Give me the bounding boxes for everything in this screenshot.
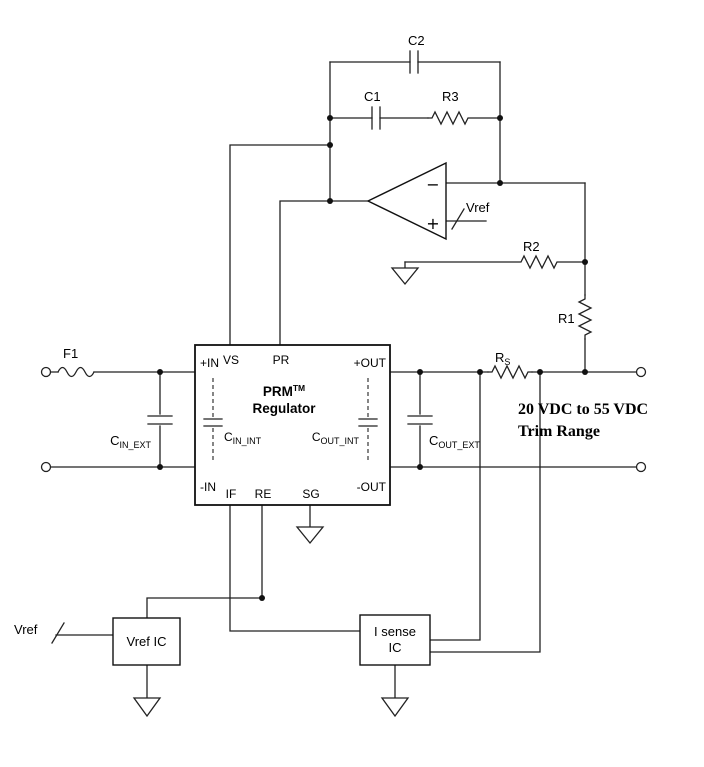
input-terminal-pos: [40, 366, 52, 378]
pin-label-plus-out: +OUT: [354, 356, 387, 370]
pin-label-if: IF: [226, 487, 237, 501]
prm-internal-capacitors: [203, 378, 378, 462]
opamp-minus-sign: −: [426, 175, 439, 194]
opamp-ground-symbol: [390, 267, 420, 286]
junction-dot: [477, 369, 483, 375]
label-vref-top: Vref: [466, 200, 490, 215]
opamp-triangle: [366, 161, 447, 241]
cap-cout-ext-plates: [407, 415, 433, 425]
junction-dot: [327, 142, 333, 148]
junction-dot: [259, 595, 265, 601]
label-r3: R3: [442, 89, 459, 104]
vref-ic-label: Vref IC: [127, 634, 167, 649]
prm-title: PRMTM: [263, 383, 305, 399]
input-terminal-neg: [40, 461, 52, 473]
isense-ic-box: [359, 614, 431, 666]
pin-label-sg: SG: [302, 487, 319, 501]
isense-ic-label-line1: I sense: [374, 624, 416, 639]
label-rs: RS: [495, 350, 510, 367]
prm-box: [194, 344, 391, 506]
junction-dot: [417, 464, 423, 470]
opamp-plus-sign: +: [426, 214, 439, 233]
pin-label-re: RE: [255, 487, 272, 501]
pin-label-minus-in: -IN: [200, 480, 216, 494]
label-cin-int: CIN_INT: [224, 430, 262, 446]
pin-label-plus-in: +IN: [200, 356, 219, 370]
junction-dot: [537, 369, 543, 375]
trim-range-annotation-line2: Trim Range: [518, 423, 600, 440]
opamp-output-pr-line: [279, 200, 369, 346]
label-c1: C1: [364, 89, 381, 104]
vref-tick-top: [451, 208, 465, 230]
label-c2: C2: [408, 33, 425, 48]
pin-label-pr: PR: [273, 353, 290, 367]
vref-ic-ground-symbol: [132, 697, 162, 718]
label-cin-ext: CIN_EXT: [110, 433, 151, 450]
fuse-f1: [57, 366, 95, 378]
label-f1: F1: [63, 346, 78, 361]
junction-dot: [327, 115, 333, 121]
cap-cin-int-plates: [203, 418, 223, 427]
component-labels: C2 C1 R3 Vref R2 R1 RS F1 CIN_EXT COUT_E…: [14, 33, 575, 637]
resistor-rs: [487, 364, 533, 380]
cap-cin-ext-plates: [147, 415, 173, 425]
pin-label-minus-out: -OUT: [357, 480, 387, 494]
isense-ic-label-line2: IC: [389, 640, 402, 655]
prm-subtitle: Regulator: [252, 401, 316, 416]
resistor-r1: [577, 294, 593, 340]
label-cout-int: COUT_INT: [312, 430, 360, 446]
label-vref-bottom: Vref: [14, 622, 38, 637]
label-cout-ext: COUT_EXT: [429, 433, 480, 450]
junction-dot: [157, 369, 163, 375]
prm-pin-labels: +IN VS PR +OUT -IN IF RE SG -OUT CIN_INT…: [200, 353, 387, 501]
junction-dot: [497, 180, 503, 186]
sense-line-right: [429, 371, 541, 653]
resistor-r2: [404, 254, 586, 270]
output-terminal-pos: [635, 366, 647, 378]
if-line: [229, 504, 361, 632]
junction-dot: [157, 464, 163, 470]
sg-ground-symbol: [295, 526, 325, 545]
wires: [49, 50, 638, 699]
vref-ic-link: [146, 597, 263, 619]
junction-dots: [157, 115, 588, 601]
vref-ic-box: [112, 617, 181, 666]
cap-cout-int-plates: [358, 418, 378, 427]
junction-dot: [497, 115, 503, 121]
vs-line: [229, 144, 331, 346]
output-terminal-neg: [635, 461, 647, 473]
junction-dot: [582, 259, 588, 265]
cap-c2-plates: [409, 50, 419, 74]
label-r1: R1: [558, 311, 575, 326]
resistor-r3: [427, 110, 501, 126]
label-r2: R2: [523, 239, 540, 254]
vref-tick-bottom: [51, 622, 65, 644]
cap-c1-plates: [371, 106, 381, 130]
isense-ground-symbol: [380, 697, 410, 718]
junction-dot: [327, 198, 333, 204]
pin-label-vs: VS: [223, 353, 239, 367]
junction-dot: [582, 369, 588, 375]
trim-range-annotation-line1: 20 VDC to 55 VDC: [518, 401, 648, 418]
sense-line-left: [429, 371, 481, 641]
junction-dot: [417, 369, 423, 375]
